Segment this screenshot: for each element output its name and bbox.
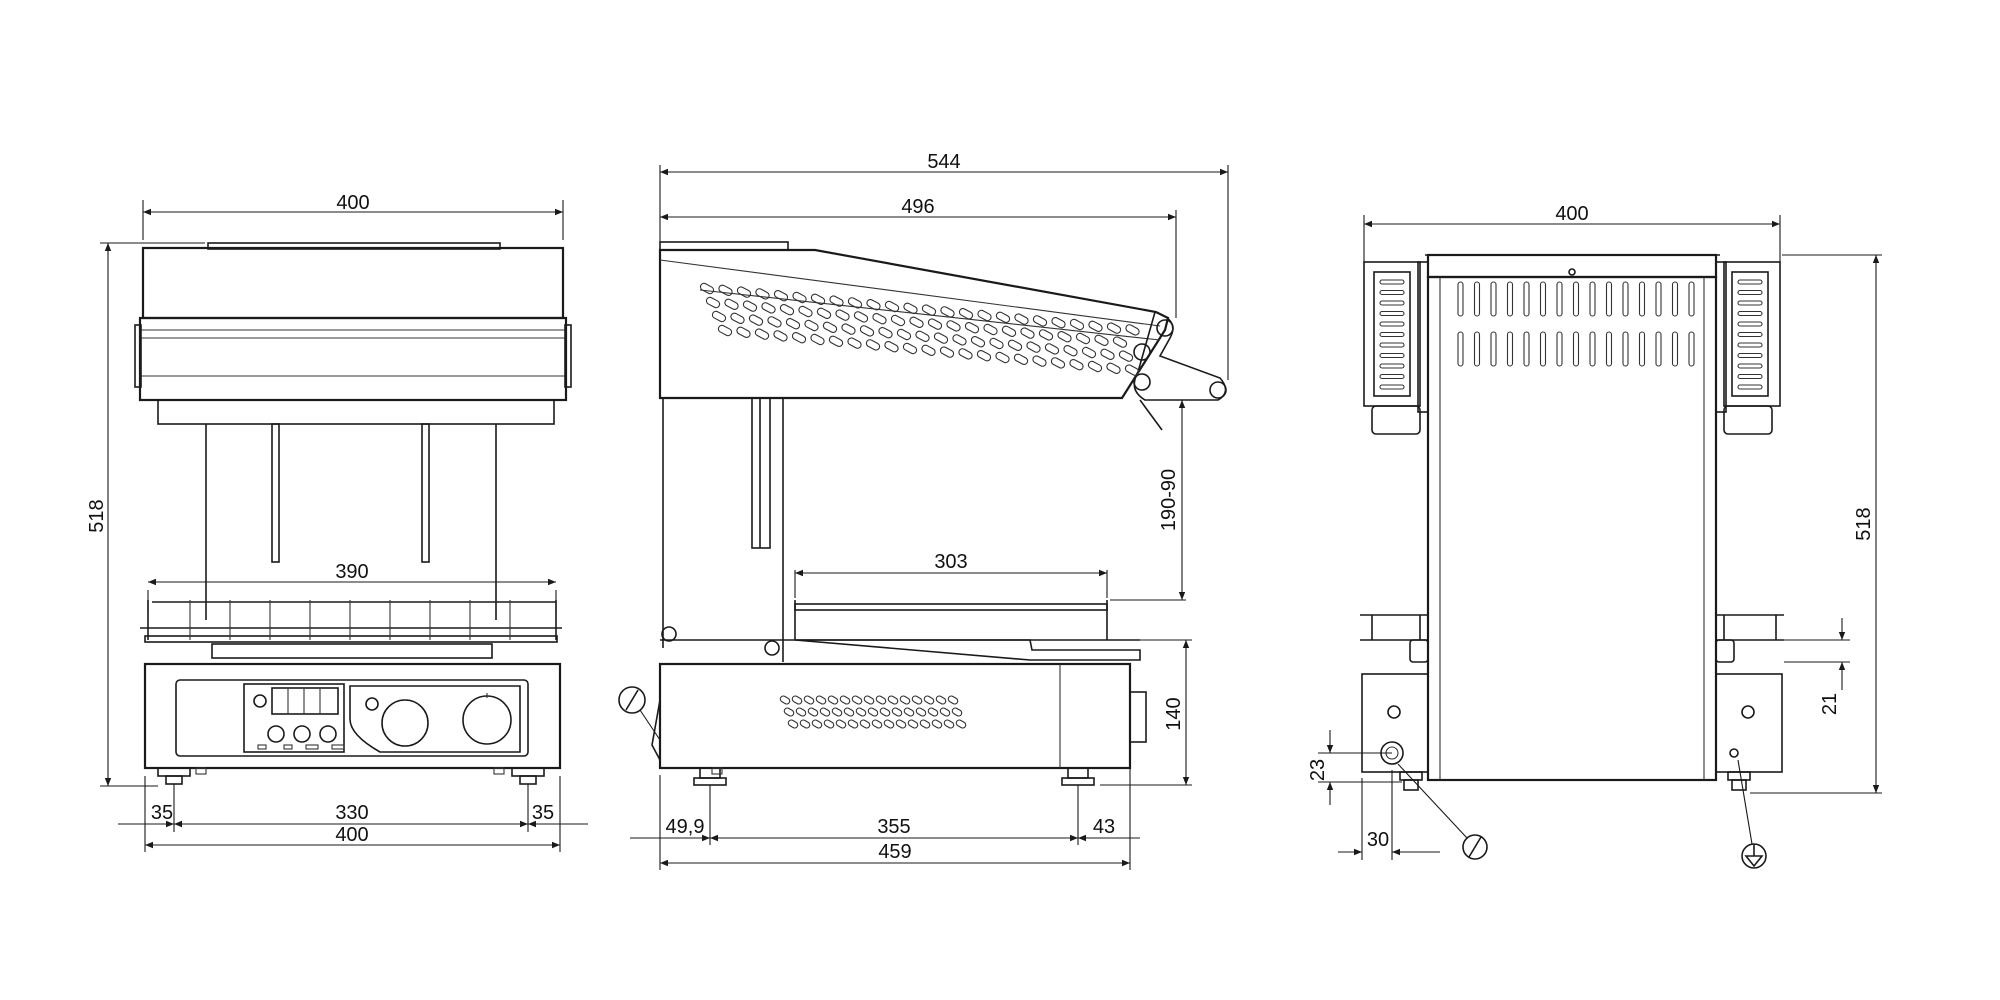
side-foot-span-label: 355 (877, 816, 910, 838)
rear-ground-terminal (1729, 748, 1739, 758)
rear-connection-height-label: 23 (1307, 759, 1329, 781)
side-view: 544 496 190-90 303 140 49,9 355 43 459 (618, 151, 1229, 870)
front-knob-small-2[interactable] (293, 725, 311, 743)
front-knob-small-1[interactable] (267, 725, 285, 743)
rear-view: 400 518 23 30 21 (1307, 203, 1882, 869)
side-grid-depth-label: 303 (934, 551, 967, 573)
front-timer-icon (253, 694, 267, 708)
front-foot-span-label: 330 (335, 802, 368, 824)
rear-connection-offset-label: 30 (1367, 829, 1389, 851)
front-knob-small-3[interactable] (319, 725, 337, 743)
side-hood-vent-slots (699, 282, 1140, 376)
front-top-width-label: 400 (336, 192, 369, 214)
side-power-symbol (618, 686, 646, 714)
side-hood-depth-label: 496 (901, 196, 934, 218)
front-view: 400 518 390 35 330 35 400 (86, 192, 588, 852)
rear-grid-level-label: 21 (1819, 693, 1841, 715)
front-temperature-knob[interactable] (462, 695, 512, 745)
rear-vent-slots (1457, 281, 1695, 367)
side-base-depth-label: 459 (878, 841, 911, 863)
front-timer-icon-2 (365, 697, 379, 711)
front-foot-right-label: 35 (532, 802, 554, 824)
side-lift-range-label: 190-90 (1158, 469, 1180, 531)
front-foot-left-label: 35 (151, 802, 173, 824)
front-base-width-label: 400 (335, 824, 368, 846)
rear-width-label: 400 (1555, 203, 1588, 225)
front-height-label: 518 (86, 499, 108, 532)
power-cable-symbol (1462, 834, 1488, 860)
rear-height-label: 518 (1853, 507, 1875, 540)
side-rear-offset-label: 43 (1093, 816, 1115, 838)
side-front-offset-label: 49,9 (666, 816, 705, 838)
front-grid-width-label: 390 (335, 561, 368, 583)
side-overall-depth-label: 544 (927, 151, 960, 173)
side-base-vent-slots (779, 695, 967, 729)
front-timer-knob[interactable] (381, 699, 429, 747)
side-base-height-label: 140 (1163, 697, 1185, 730)
rear-housing-slots (1379, 279, 1763, 390)
